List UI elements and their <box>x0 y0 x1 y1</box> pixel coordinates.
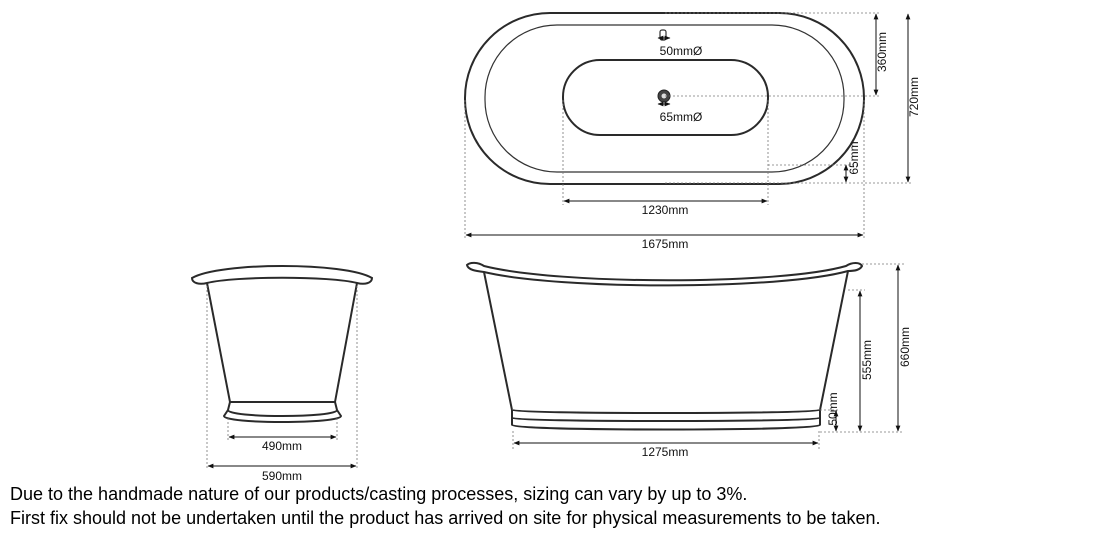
bath-bowl <box>562 59 769 136</box>
rim-to-bowl-label: 65mm <box>847 141 861 174</box>
total-width-label: 720mm <box>907 77 921 117</box>
sizing-disclaimer: Due to the handmade nature of our produc… <box>10 484 748 504</box>
end-body <box>206 282 358 403</box>
total-length-label: 1675mm <box>642 237 689 251</box>
bath-outer-rim <box>464 12 865 185</box>
top-view: 50mmØ 65mmØ 360mm 720mm 65mm 1230mm 1675… <box>464 12 921 251</box>
side-plinth <box>511 409 821 431</box>
end-total-width-label: 590mm <box>262 469 302 483</box>
base-length-label: 1275mm <box>642 445 689 459</box>
side-body <box>483 270 849 411</box>
waste-outlet-label: 50mmØ <box>660 44 703 58</box>
side-rim <box>465 261 864 287</box>
side-view: 50mm 555mm 660mm 1275mm <box>465 261 912 459</box>
end-rim <box>190 265 374 285</box>
first-fix-notice: First fix should not be undertaken until… <box>10 508 881 528</box>
drain-hole-label: 65mmØ <box>660 110 703 124</box>
plinth-height-label: 50mm <box>826 392 840 425</box>
total-height-label: 660mm <box>898 327 912 367</box>
bowl-height-label: 555mm <box>860 340 874 380</box>
base-width-label: 490mm <box>262 439 302 453</box>
end-plinth <box>222 401 343 423</box>
half-width-label: 360mm <box>875 32 889 72</box>
end-view: 490mm 590mm <box>190 265 374 483</box>
bath-inner-rim <box>484 24 845 173</box>
inner-length-label: 1230mm <box>642 203 689 217</box>
